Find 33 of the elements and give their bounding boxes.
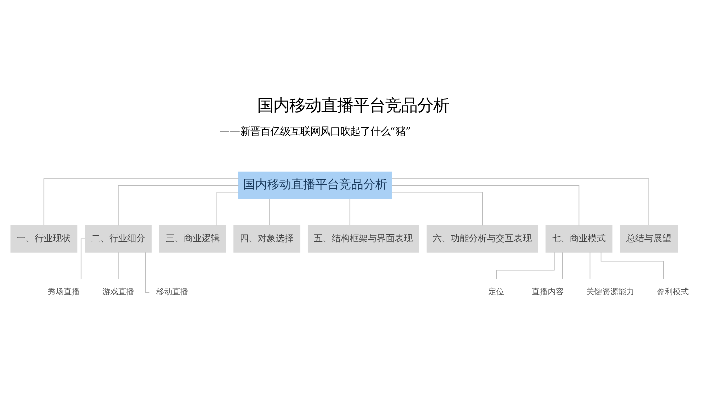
- connector: [145, 252, 150, 293]
- diagram-title: 国内移动直播平台竞品分析: [258, 96, 450, 115]
- node-text: 关键资源能力: [586, 286, 634, 296]
- connector: [216, 191, 240, 226]
- node-text: 直播内容: [532, 286, 564, 296]
- connector: [496, 252, 555, 280]
- node-box: 六、功能分析与交互表现: [426, 224, 538, 252]
- node-text: 游戏直播: [102, 286, 134, 296]
- connector: [118, 184, 240, 226]
- node-text: 盈利模式: [656, 286, 689, 296]
- node-box: 三、商业逻辑: [159, 224, 226, 252]
- connector: [562, 252, 564, 279]
- connector: [392, 191, 483, 226]
- connector: [269, 198, 270, 226]
- connector: [590, 252, 591, 279]
- connector: [392, 184, 580, 226]
- node-box: 总结与展望: [620, 224, 678, 252]
- connector: [392, 178, 650, 226]
- node-text: 定位: [488, 286, 505, 296]
- connector: [80, 238, 86, 280]
- connector: [600, 252, 664, 280]
- connector: [44, 178, 240, 226]
- node-box: 四、对象选择: [234, 224, 301, 252]
- node-box: 一、行业现状: [10, 224, 78, 252]
- node-box: 国内移动直播平台竞品分析: [238, 171, 392, 199]
- node-box: 五、结构框架与界面表现: [308, 224, 420, 252]
- connector: [118, 252, 119, 279]
- connector: [350, 198, 351, 226]
- node-box: 七、商业模式: [546, 224, 613, 252]
- node-box: 二、行业细分: [85, 224, 152, 252]
- label: ——新晋百亿级互联网风口吹起了什么“猪”: [220, 125, 412, 138]
- node-text: 秀场直播: [48, 286, 80, 296]
- node-text: 移动直播: [156, 286, 189, 296]
